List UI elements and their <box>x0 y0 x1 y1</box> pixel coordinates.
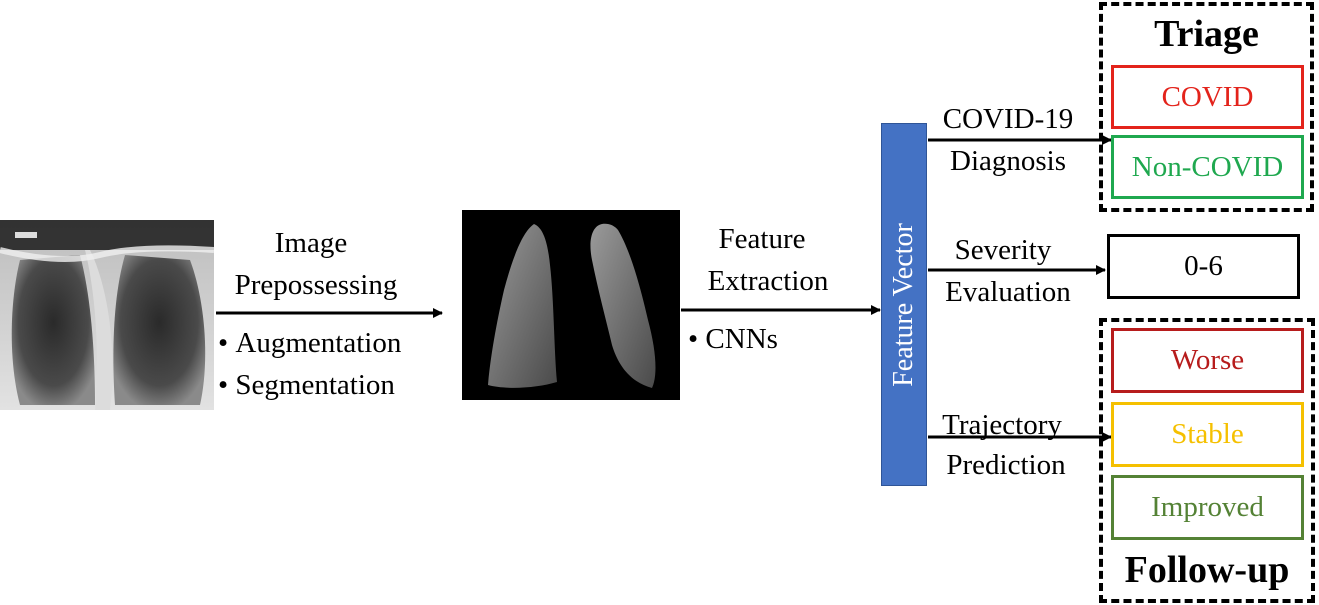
feature-vector-bar: Feature Vector <box>881 123 927 486</box>
bullet-dot: • <box>218 327 236 359</box>
bullet-dot: • <box>688 323 706 355</box>
preprocessing-bullet-augmentation: • Augmentation <box>218 326 401 360</box>
followup-worse-box: Worse <box>1111 328 1304 393</box>
bullet-text: Segmentation <box>235 369 395 401</box>
trajectory-label-line2: Prediction <box>946 449 1066 481</box>
followup-group <box>1099 318 1315 603</box>
followup-stable-box: Stable <box>1111 402 1304 467</box>
triage-non-covid-box: Non-COVID <box>1111 135 1304 199</box>
triage-covid-box: COVID <box>1111 65 1304 129</box>
diagnosis-label-line2: Diagnosis <box>950 145 1066 177</box>
diagnosis-label-line1: COVID-19 <box>942 103 1074 135</box>
chest-xray-image <box>0 220 215 410</box>
extraction-title-line2: Extraction <box>707 265 829 297</box>
followup-heading: Follow-up <box>1124 549 1290 591</box>
bullet-text: CNNs <box>705 323 778 355</box>
trajectory-label-line1: Trajectory <box>942 409 1062 441</box>
severity-label-line1: Severity <box>954 234 1052 266</box>
severity-label-line2: Evaluation <box>945 276 1071 308</box>
extraction-bullet-cnns: • CNNs <box>688 322 778 356</box>
preprocessing-title-line2: Prepossessing <box>234 269 398 301</box>
preprocessing-title-line1: Image <box>274 227 348 259</box>
bullet-dot: • <box>218 369 236 401</box>
feature-vector-label: Feature Vector <box>888 222 919 387</box>
triage-group <box>1099 2 1314 212</box>
followup-improved-box: Improved <box>1111 475 1304 540</box>
severity-score-box: 0-6 <box>1107 234 1300 299</box>
segmented-lungs-image <box>462 210 680 400</box>
preprocessing-bullet-segmentation: • Segmentation <box>218 368 395 402</box>
triage-heading: Triage <box>1154 13 1259 55</box>
bullet-text: Augmentation <box>235 327 402 359</box>
extraction-title-line1: Feature <box>718 223 806 255</box>
